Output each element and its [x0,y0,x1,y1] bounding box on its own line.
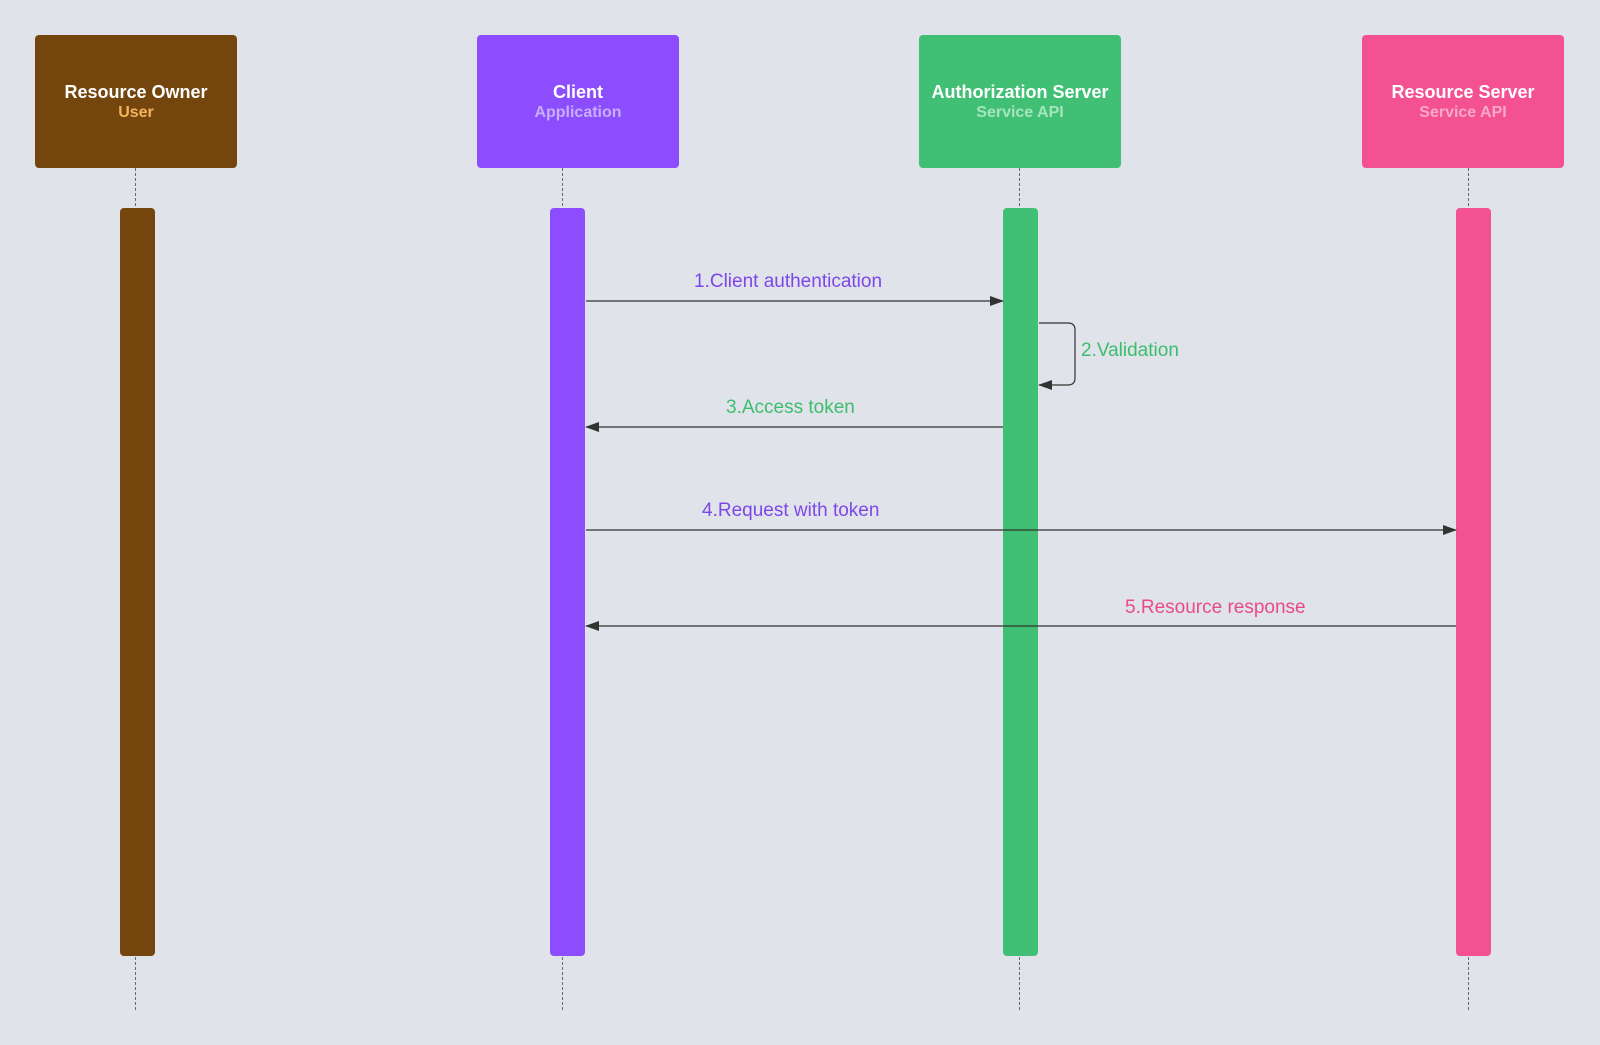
message-label-access-token: 3.Access token [726,397,855,418]
message-label-validation: 2.Validation [1081,340,1179,361]
actor-name: Resource Owner [64,81,208,102]
message-label-request-with-token: 4.Request with token [702,500,880,521]
activation-resource-owner [120,208,155,956]
message-arrow-2 [1038,322,1076,390]
actor-role: Service API [976,103,1064,121]
actor-authorization-server[interactable]: Authorization Server Service API [919,35,1121,168]
message-label-resource-response: 5.Resource response [1125,597,1306,618]
actor-role: Application [534,103,622,121]
activation-resource-server [1456,208,1491,956]
actor-resource-owner[interactable]: Resource Owner User [35,35,237,168]
actor-name: Authorization Server [931,81,1109,102]
actor-resource-server[interactable]: Resource Server Service API [1362,35,1564,168]
actor-client[interactable]: Client Application [477,35,679,168]
message-label-client-authentication: 1.Client authentication [694,271,883,292]
activation-client [550,208,585,956]
actor-role: User [118,103,154,121]
actor-name: Resource Server [1391,81,1535,102]
activation-authorization-server [1003,208,1038,956]
actor-role: Service API [1419,103,1507,121]
actor-name: Client [552,81,603,102]
